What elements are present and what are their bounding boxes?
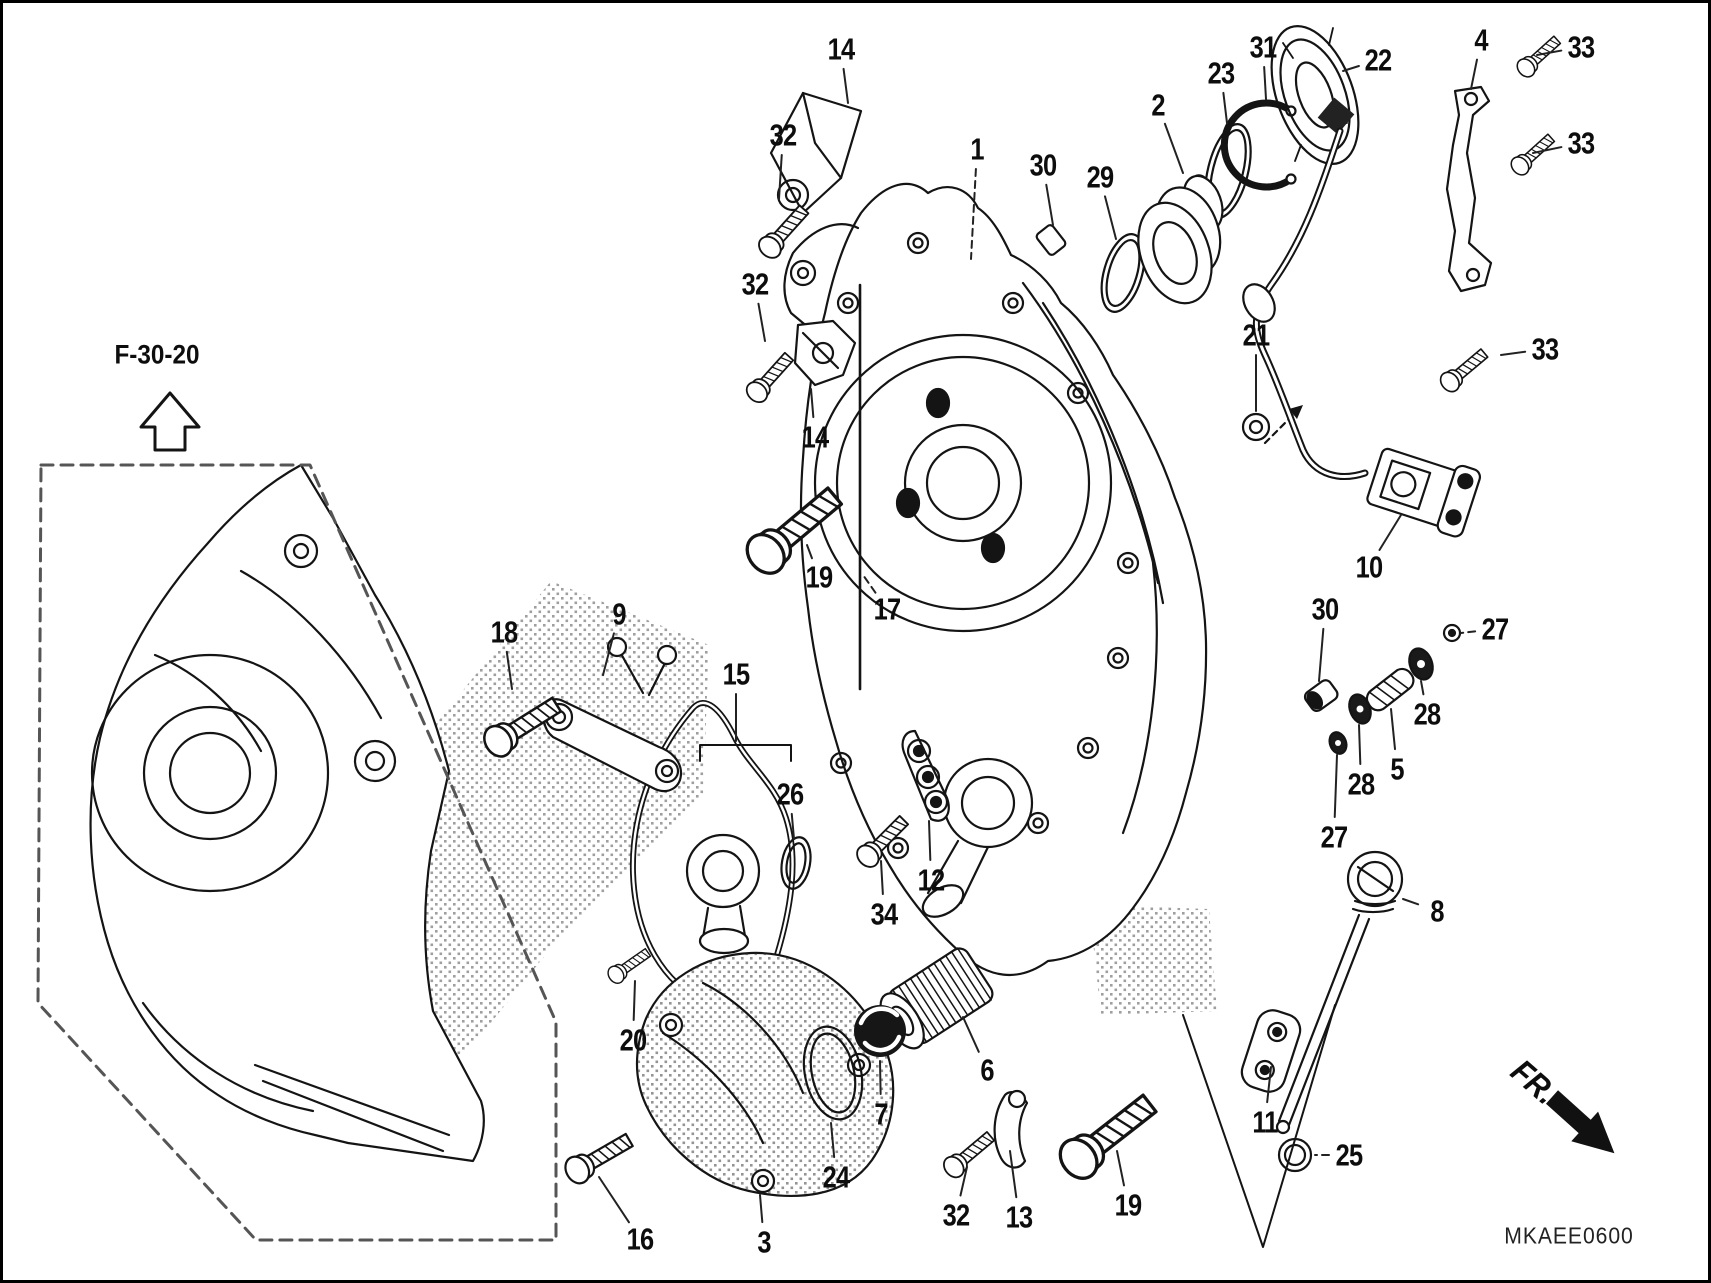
callout-31: 31 bbox=[1249, 29, 1277, 65]
callout-18: 18 bbox=[490, 614, 518, 650]
dashed-boundary bbox=[36, 463, 558, 1242]
up-arrow-icon bbox=[139, 391, 201, 452]
callout-33: 33 bbox=[1567, 29, 1595, 65]
callout-34: 34 bbox=[870, 896, 898, 932]
callout-32: 32 bbox=[741, 266, 769, 302]
callout-13: 13 bbox=[1005, 1199, 1033, 1235]
callout-30: 30 bbox=[1311, 591, 1339, 627]
callout-28: 28 bbox=[1347, 766, 1375, 802]
callout-10: 10 bbox=[1355, 549, 1383, 585]
stay-bracket-drawing bbox=[1445, 85, 1493, 293]
left-cover-drawing bbox=[89, 463, 485, 1163]
callout-14: 14 bbox=[827, 31, 855, 67]
seal-plate-drawing bbox=[1240, 1009, 1302, 1093]
sensor-wire-drawing bbox=[1242, 97, 1482, 538]
spring-drawing bbox=[854, 1005, 906, 1057]
pressure-switch-drawing bbox=[685, 744, 792, 955]
o-ring-24 bbox=[802, 1025, 864, 1121]
callout-23: 23 bbox=[1207, 55, 1235, 91]
callout-26: 26 bbox=[776, 776, 804, 812]
callout-19: 19 bbox=[805, 559, 833, 595]
callout-20: 20 bbox=[619, 1022, 647, 1058]
callout-3: 3 bbox=[757, 1224, 771, 1260]
callout-28: 28 bbox=[1413, 696, 1441, 732]
callout-4: 4 bbox=[1474, 22, 1488, 58]
fr-arrow-icon bbox=[1545, 1090, 1615, 1154]
callout-24: 24 bbox=[822, 1159, 850, 1195]
boot-cover-drawing bbox=[769, 91, 863, 215]
callout-27: 27 bbox=[1320, 819, 1348, 855]
main-cover-drawing bbox=[783, 182, 1208, 977]
clutch-piece-drawing bbox=[1137, 174, 1224, 305]
callout-16: 16 bbox=[626, 1221, 654, 1257]
callout-9: 9 bbox=[612, 596, 626, 632]
callout-21: 21 bbox=[1242, 317, 1270, 353]
o-ring-25 bbox=[1277, 1137, 1313, 1173]
callout-29: 29 bbox=[1086, 159, 1114, 195]
exploded-diagram-artwork bbox=[36, 25, 1615, 1248]
callout-12: 12 bbox=[917, 862, 945, 898]
callout-leader-lines bbox=[505, 49, 1563, 1224]
callout-30: 30 bbox=[1029, 147, 1057, 183]
snap-ring-drawing bbox=[1220, 99, 1297, 191]
callout-32: 32 bbox=[942, 1197, 970, 1233]
dipstick-drawing bbox=[1275, 850, 1404, 1135]
callout-6: 6 bbox=[980, 1052, 994, 1088]
callout-15: 15 bbox=[722, 656, 750, 692]
callout-25: 25 bbox=[1335, 1137, 1363, 1173]
callout-32: 32 bbox=[769, 117, 797, 153]
callout-8: 8 bbox=[1430, 893, 1444, 929]
clamp-drawing bbox=[793, 319, 857, 387]
grommet-strip-drawing bbox=[901, 729, 950, 822]
callout-19: 19 bbox=[1114, 1187, 1142, 1223]
callout-2: 2 bbox=[1151, 87, 1165, 123]
bearing-drawing bbox=[1270, 25, 1360, 165]
callout-1: 1 bbox=[970, 131, 984, 167]
small-cover-drawing bbox=[635, 951, 895, 1197]
hook-clip-drawing bbox=[993, 1089, 1029, 1169]
v-pointer-lines bbox=[1182, 1004, 1336, 1248]
callout-5: 5 bbox=[1390, 751, 1404, 787]
o-ring-29 bbox=[1100, 233, 1146, 313]
cross-reference-label: F-30-20 bbox=[114, 339, 200, 370]
callout-11: 11 bbox=[1252, 1104, 1278, 1140]
callout-27: 27 bbox=[1481, 611, 1509, 647]
dowel-pin-top bbox=[1035, 224, 1067, 256]
diagram-part-code: MKAEE0600 bbox=[1504, 1222, 1634, 1249]
callout-33: 33 bbox=[1531, 331, 1559, 367]
callout-7: 7 bbox=[874, 1096, 888, 1132]
callout-33: 33 bbox=[1567, 125, 1595, 161]
o-ring-26 bbox=[780, 836, 812, 890]
callout-22: 22 bbox=[1364, 42, 1392, 78]
callout-14: 14 bbox=[801, 419, 829, 455]
callout-17: 17 bbox=[873, 591, 901, 627]
relief-valve-parts bbox=[1303, 623, 1462, 755]
grommet-drawing bbox=[1241, 405, 1303, 445]
